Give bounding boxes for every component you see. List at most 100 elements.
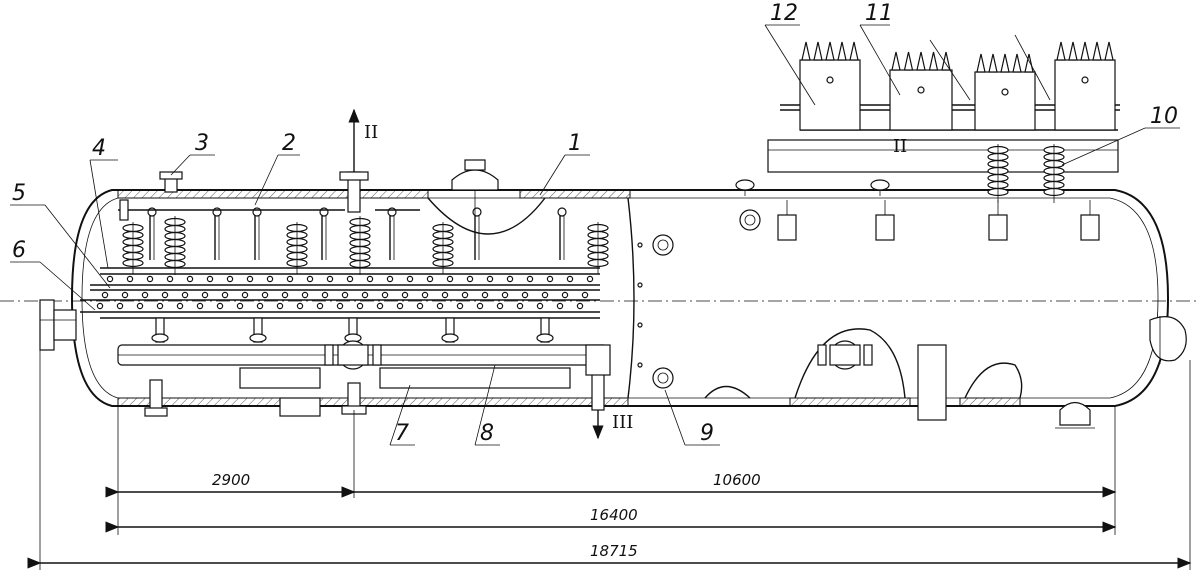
transformer-marker (917, 86, 925, 94)
valve-right (817, 340, 873, 370)
grid-bolt (546, 275, 554, 283)
grid-bolt (336, 302, 344, 310)
grid-bolt (396, 302, 404, 310)
grid-bolt (426, 275, 434, 283)
grid-bolt (486, 275, 494, 283)
grid-bolt (526, 275, 534, 283)
hanger-rod-head (212, 207, 222, 217)
marker-dot (637, 322, 643, 328)
grid-bolt (481, 291, 489, 299)
transformer-terminal (849, 41, 859, 61)
transformer-terminal (813, 41, 823, 61)
grid-bolt (241, 291, 249, 299)
grid-bolt (301, 291, 309, 299)
callout-5: 5 (12, 181, 26, 206)
top-stud (870, 179, 890, 191)
grid-bolt (561, 291, 569, 299)
grid-bolt (441, 291, 449, 299)
support-post-cap (536, 333, 554, 343)
callout-3: 3 (195, 131, 209, 156)
grid-bolts (96, 275, 594, 310)
grid-bolt (166, 275, 174, 283)
grid-bolt (156, 302, 164, 310)
transformer-terminal (928, 51, 939, 71)
grid-bolt (281, 291, 289, 299)
grid-bolt (266, 275, 274, 283)
grid-bolt (121, 291, 129, 299)
grid-bolt (126, 275, 134, 283)
callout-8: 8 (480, 421, 494, 446)
grid-bolt (246, 275, 254, 283)
dimension-lines (27, 350, 1192, 570)
grid-bolt (406, 275, 414, 283)
top-stud (735, 179, 755, 191)
callout-9: 9 (700, 421, 714, 446)
grid-bolt (341, 291, 349, 299)
grid-bolt (476, 302, 484, 310)
outlet-nozzle-top (339, 108, 369, 213)
grid-bolt (356, 302, 364, 310)
grid-bolt (376, 302, 384, 310)
grid-bolt (201, 291, 209, 299)
transformer-terminal (825, 41, 835, 61)
transformer-terminal (891, 51, 901, 71)
grid-bolt (316, 302, 324, 310)
grid-bolt (421, 291, 429, 299)
flow-label-drain: III (612, 412, 633, 433)
grid-bolt (321, 291, 329, 299)
grid-bolt (136, 302, 144, 310)
grid-bolt (401, 291, 409, 299)
side-nozzle (777, 214, 797, 241)
grid-bolt (576, 302, 584, 310)
dimension-10600: 10600 (713, 471, 761, 489)
grid-bolt (286, 275, 294, 283)
grid-bolt (141, 291, 149, 299)
grid-bolt (521, 291, 529, 299)
transformer-units (799, 34, 1116, 131)
transformer-terminal (1056, 41, 1066, 61)
grid-bolt (496, 302, 504, 310)
callout-12: 12 (770, 1, 798, 26)
transformer-terminal (801, 41, 811, 61)
transformer-tank (1054, 59, 1116, 131)
grid-bolt (181, 291, 189, 299)
grid-bolt (361, 291, 369, 299)
grid-bolt (461, 291, 469, 299)
grid-bolt (276, 302, 284, 310)
dimension-2900: 2900 (212, 471, 250, 489)
grid-bolt (296, 302, 304, 310)
transformer-terminal (1092, 41, 1102, 61)
left-nozzle (39, 299, 77, 351)
grid-bolt (556, 302, 564, 310)
hanger-rod-head (252, 207, 262, 217)
callout-6: 6 (12, 238, 26, 263)
drain-nozzle-bottom (585, 344, 611, 440)
hanger-rod-head (472, 207, 482, 217)
flow-label-platform: II (893, 136, 907, 157)
transformer-marker (1001, 88, 1009, 96)
grid-bolt (106, 275, 114, 283)
transformer-terminal (1104, 41, 1114, 61)
grid-bolt (416, 302, 424, 310)
grid-bolt (261, 291, 269, 299)
insulators (122, 216, 609, 275)
transformer-terminal (1000, 53, 1010, 73)
side-nozzle (875, 214, 895, 241)
grid-bolt (386, 275, 394, 283)
hanger-rod-head (319, 207, 329, 217)
callout-2: 2 (282, 131, 296, 156)
portholes (652, 209, 761, 389)
grid-bolt (536, 302, 544, 310)
transformer-marker (1081, 76, 1089, 84)
transformer-terminal (1080, 41, 1090, 61)
grid-bolt (101, 291, 109, 299)
grid-bolt (456, 302, 464, 310)
callout-1: 1 (568, 131, 582, 156)
flow-label-outlet: II (364, 122, 378, 143)
grid-bolt (161, 291, 169, 299)
grid-bolt (466, 275, 474, 283)
grid-bolt (176, 302, 184, 310)
grid-bolt (326, 275, 334, 283)
grid-bolt (216, 302, 224, 310)
transformer-terminal (903, 51, 914, 71)
